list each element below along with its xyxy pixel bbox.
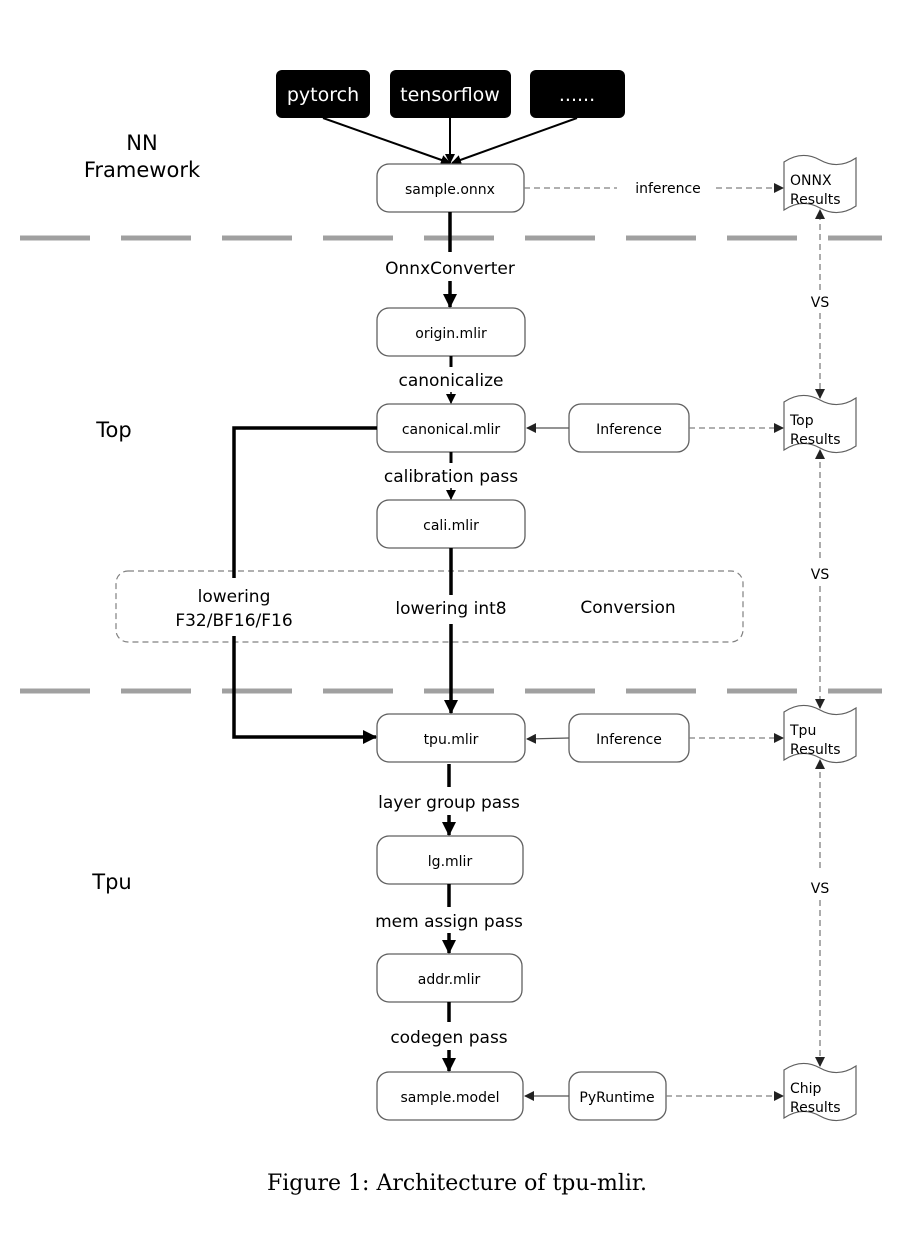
node-inference-tpu: Inference: [568, 713, 690, 763]
node-inference-top: Inference: [568, 403, 690, 453]
svg-text:origin.mlir: origin.mlir: [415, 326, 487, 342]
edge-label-mem-assign-pass: mem assign pass: [375, 912, 523, 932]
conversion-label: Conversion: [580, 598, 675, 618]
framework-pytorch: pytorch: [276, 70, 370, 118]
results-top: Top Results: [783, 394, 857, 454]
svg-text:canonical.mlir: canonical.mlir: [402, 422, 501, 438]
results-tpu: Tpu Results: [783, 704, 857, 764]
svg-text:ONNX: ONNX: [790, 173, 832, 189]
svg-text:Results: Results: [790, 192, 841, 208]
svg-text:VS: VS: [811, 881, 830, 897]
node-origin-mlir: origin.mlir: [376, 307, 526, 357]
node-canonical-mlir: canonical.mlir: [376, 403, 526, 453]
svg-text:VS: VS: [811, 567, 830, 583]
edge-label-lowering-float-2: F32/BF16/F16: [175, 611, 292, 631]
node-cali-mlir: cali.mlir: [376, 499, 526, 549]
edge-label-codegen-pass: codegen pass: [390, 1028, 507, 1048]
svg-text:sample.model: sample.model: [401, 1090, 500, 1106]
svg-text:Inference: Inference: [596, 732, 662, 748]
node-sample-model: sample.model: [376, 1071, 524, 1121]
svg-text:Tpu: Tpu: [789, 723, 816, 739]
edge-label-lowering-int8: lowering int8: [395, 599, 506, 619]
svg-text:addr.mlir: addr.mlir: [418, 972, 481, 988]
layer-label-nn: NN: [126, 131, 157, 155]
framework-others: ......: [530, 70, 625, 118]
compare-top-tpu: VS: [811, 449, 830, 709]
svg-text:PyRuntime: PyRuntime: [579, 1090, 654, 1106]
framework-tensorflow: tensorflow: [390, 70, 511, 118]
edge-lowering-float-lower: [232, 636, 377, 744]
svg-text:Inference: Inference: [596, 422, 662, 438]
layer-label-top: Top: [95, 418, 131, 442]
compare-onnx-top: VS: [811, 209, 830, 399]
edge-label-onnx-converter: OnnxConverter: [385, 259, 515, 279]
svg-text:Results: Results: [790, 742, 841, 758]
node-pyruntime: PyRuntime: [568, 1071, 667, 1121]
svg-text:......: ......: [559, 84, 595, 106]
node-addr-mlir: addr.mlir: [376, 953, 523, 1003]
conversion-group: [115, 570, 744, 643]
svg-text:Results: Results: [790, 1100, 841, 1116]
edge-lowering-float-upper: [232, 426, 377, 578]
svg-text:tensorflow: tensorflow: [400, 84, 500, 106]
compare-tpu-chip: VS: [811, 759, 830, 1067]
edge-label-lowering-float-1: lowering: [198, 587, 271, 607]
svg-text:Top: Top: [789, 413, 814, 429]
node-tpu-mlir: tpu.mlir: [376, 713, 526, 763]
edge-label-canonicalize: canonicalize: [398, 371, 503, 391]
edge-label-layer-group-pass: layer group pass: [378, 793, 520, 813]
svg-text:Results: Results: [790, 432, 841, 448]
edge-inference-tpu: [526, 733, 570, 744]
svg-text:tpu.mlir: tpu.mlir: [424, 732, 479, 748]
layer-label-framework: Framework: [84, 158, 201, 182]
edge-label-calibration-pass: calibration pass: [384, 467, 518, 487]
figure-caption: Figure 1: Architecture of tpu-mlir.: [267, 1171, 647, 1196]
edge-others-onnx: [451, 117, 578, 165]
edge-label-inference: inference: [635, 181, 701, 197]
svg-text:VS: VS: [811, 295, 830, 311]
node-lg-mlir: lg.mlir: [376, 835, 524, 885]
results-chip: Chip Results: [783, 1062, 857, 1122]
svg-text:Chip: Chip: [790, 1081, 822, 1097]
edge-pytorch-onnx: [322, 117, 451, 165]
layer-label-tpu: Tpu: [91, 870, 131, 894]
svg-text:lg.mlir: lg.mlir: [428, 854, 473, 870]
svg-text:sample.onnx: sample.onnx: [405, 182, 495, 198]
svg-text:pytorch: pytorch: [287, 84, 359, 106]
node-sample-onnx: sample.onnx: [376, 163, 525, 213]
svg-text:cali.mlir: cali.mlir: [423, 518, 479, 534]
results-onnx: ONNX Results: [783, 154, 857, 214]
